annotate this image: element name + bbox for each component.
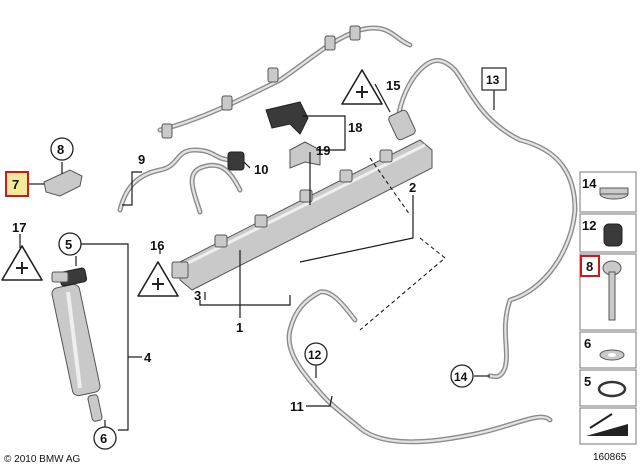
callout-2[interactable]: 2 [409, 180, 416, 195]
callout-9[interactable]: 9 [138, 152, 145, 167]
callout-1[interactable]: 1 [236, 320, 243, 335]
bracket-18 [265, 101, 321, 169]
callout-7-highlight [5, 171, 29, 197]
callout-8-highlight [580, 255, 600, 277]
callout-12-circle[interactable]: 12 [308, 348, 322, 362]
callouts: 1 2 3 4 9 10 11 15 16 17 18 19 8 5 6 12 … [5, 67, 600, 450]
side-parts-panel [579, 171, 637, 445]
callout-11[interactable]: 11 [290, 399, 304, 414]
injector [51, 267, 103, 422]
callout-15[interactable]: 15 [386, 78, 400, 93]
diagram-number: 160865 [593, 452, 627, 463]
copyright-text: © 2010 BMW AG [4, 454, 81, 465]
warning-triangles [1, 69, 383, 297]
leader-lines [19, 83, 495, 431]
callout-16[interactable]: 16 [150, 238, 164, 253]
fuel-lines [117, 25, 578, 445]
callout-14-circle[interactable]: 14 [454, 370, 468, 384]
high-pressure-rail [171, 109, 433, 291]
clamp-part [43, 169, 83, 283]
callout-18[interactable]: 18 [348, 120, 362, 135]
callout-10[interactable]: 10 [254, 162, 268, 177]
callout-13[interactable]: 13 [486, 73, 500, 87]
callout-7[interactable]: 7 [12, 177, 19, 192]
callout-3[interactable]: 3 [194, 288, 201, 303]
callout-6-side[interactable]: 6 [584, 336, 591, 351]
callout-14-side[interactable]: 14 [582, 176, 597, 191]
callout-8-circle[interactable]: 8 [57, 142, 64, 157]
callout-17[interactable]: 17 [12, 220, 26, 235]
callout-8-side[interactable]: 8 [586, 259, 593, 274]
callout-4[interactable]: 4 [144, 350, 152, 365]
side-box-5 [579, 369, 637, 407]
callout-19[interactable]: 19 [316, 143, 330, 158]
line-clips [161, 25, 361, 139]
callout-5-side[interactable]: 5 [584, 374, 591, 389]
callout-12-side[interactable]: 12 [582, 218, 596, 233]
pressure-sensor-10 [227, 151, 245, 171]
callout-6-circle[interactable]: 6 [100, 431, 107, 446]
callout-5-circle[interactable]: 5 [65, 237, 72, 252]
